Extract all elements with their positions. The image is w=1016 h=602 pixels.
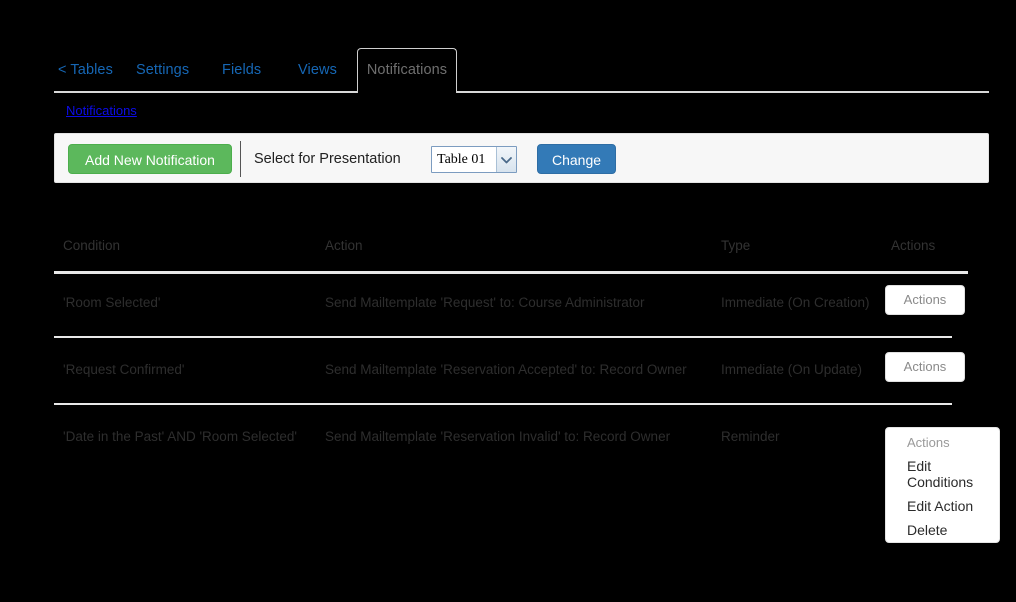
cell-type: Immediate (On Update)	[721, 362, 863, 377]
table-row: 'Date in the Past' AND 'Room Selected' S…	[54, 405, 1004, 472]
row-actions-dropdown-menu: Actions Edit Conditions Edit Action Dele…	[885, 427, 1000, 543]
tab-views[interactable]: Views	[298, 62, 337, 78]
column-header-action: Action	[325, 238, 363, 253]
select-for-presentation-label: Select for Presentation	[254, 151, 401, 167]
row-divider	[54, 336, 952, 338]
change-button[interactable]: Change	[537, 144, 617, 174]
column-header-condition: Condition	[63, 238, 121, 253]
cell-type: Immediate (On Creation)	[721, 295, 870, 310]
toolbar-panel: Add New Notification Select for Presenta…	[54, 133, 989, 183]
cell-type: Reminder	[721, 429, 780, 444]
dropdown-header-label: Actions	[907, 435, 950, 450]
toolbar-divider	[240, 141, 241, 177]
menu-item-edit-action[interactable]: Edit Action	[907, 498, 974, 514]
cell-condition: 'Room Selected'	[63, 295, 161, 310]
menu-item-edit-conditions[interactable]: Edit Conditions	[907, 458, 974, 490]
breadcrumb-notifications[interactable]: Notifications	[66, 103, 137, 118]
row-divider	[54, 403, 952, 405]
cell-condition: 'Date in the Past' AND 'Room Selected'	[63, 429, 297, 444]
tab-settings[interactable]: Settings	[136, 62, 190, 78]
menu-item-delete[interactable]: Delete	[907, 522, 948, 538]
cell-condition: 'Request Confirmed'	[63, 362, 185, 377]
presentation-select[interactable]: Table 01	[431, 146, 517, 173]
chevron-down-icon	[496, 147, 516, 172]
tab-tables[interactable]: < Tables	[58, 62, 113, 78]
column-header-actions: Actions	[891, 238, 936, 253]
row-actions-button[interactable]: Actions	[885, 285, 965, 315]
cell-action: Send Mailtemplate 'Reservation Invalid' …	[325, 429, 671, 444]
column-header-type: Type	[721, 238, 751, 253]
table-row: 'Request Confirmed' Send Mailtemplate 'R…	[54, 338, 1004, 405]
table-header-row: Condition Action Type Actions	[54, 222, 1004, 274]
add-new-notification-button[interactable]: Add New Notification	[68, 144, 232, 174]
notifications-table: Condition Action Type Actions 'Room Sele…	[54, 222, 1004, 472]
cell-action: Send Mailtemplate 'Reservation Accepted'…	[325, 362, 687, 377]
row-actions-button[interactable]: Actions	[885, 352, 965, 382]
cell-action: Send Mailtemplate 'Request' to: Course A…	[325, 295, 645, 310]
tab-strip-baseline	[54, 91, 989, 93]
presentation-select-value: Table 01	[437, 152, 486, 167]
tab-notifications[interactable]: Notifications	[357, 48, 457, 93]
table-row: 'Room Selected' Send Mailtemplate 'Reque…	[54, 271, 1004, 338]
tab-strip: < Tables Settings Fields Views Notificat…	[54, 48, 989, 93]
table-header-divider	[54, 271, 968, 274]
tab-fields[interactable]: Fields	[222, 62, 262, 78]
